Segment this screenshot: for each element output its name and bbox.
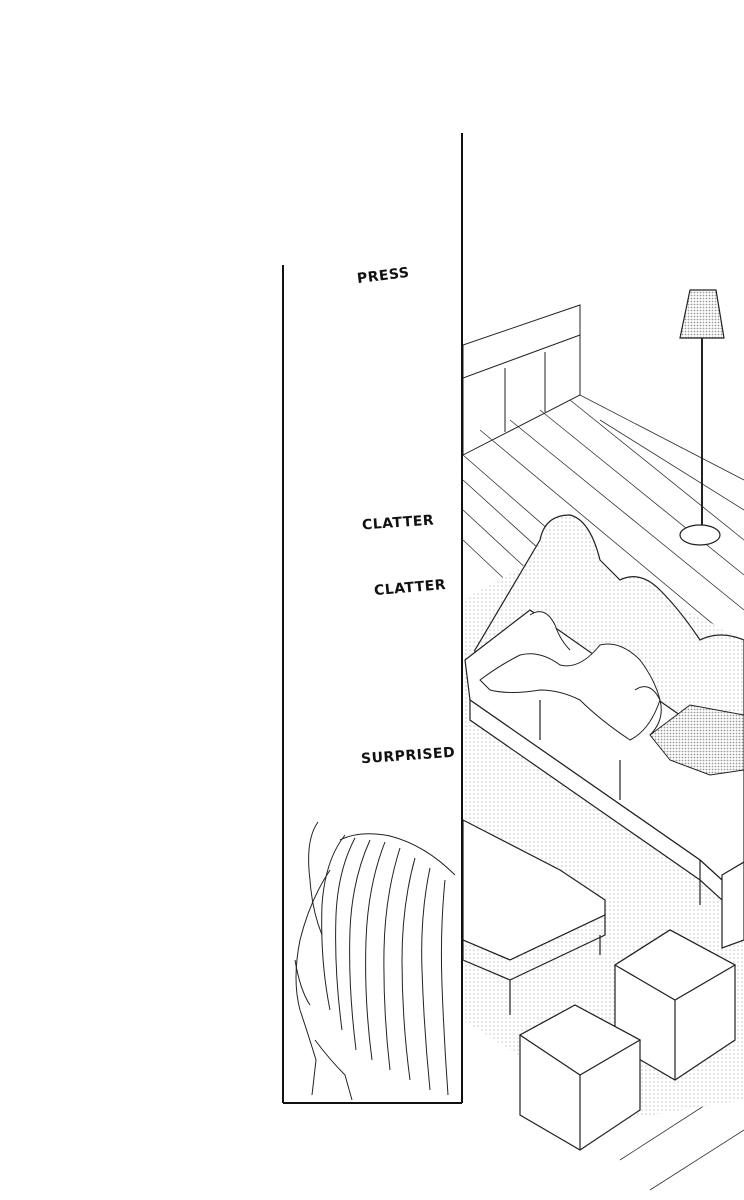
girl-hair-drawing <box>294 821 456 1101</box>
vertical-panel <box>282 133 463 1104</box>
living-room-illustration <box>463 289 744 1191</box>
